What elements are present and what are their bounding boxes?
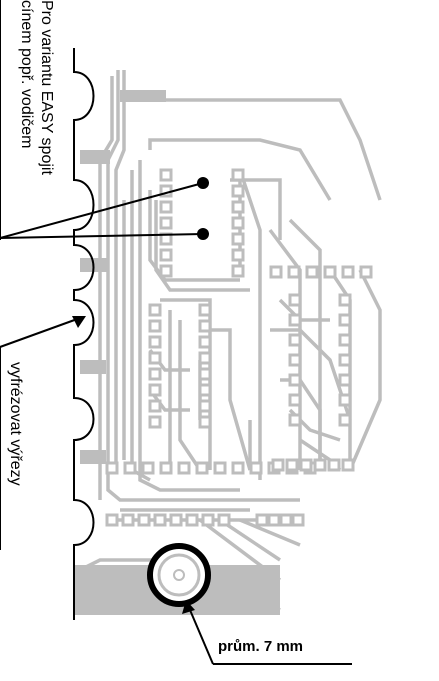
pad: [148, 383, 162, 397]
mounting-hole-ring: [157, 553, 201, 597]
pad: [338, 353, 352, 367]
pad: [185, 513, 199, 527]
pad: [313, 458, 327, 472]
pad: [198, 351, 212, 365]
easy-note-line2: cínem popř. vodičem: [18, 0, 35, 149]
pad: [217, 513, 231, 527]
pad: [105, 461, 119, 475]
pad-array: [105, 168, 373, 527]
pad: [123, 461, 137, 475]
pad: [159, 216, 173, 230]
pad: [288, 373, 302, 387]
pad: [285, 458, 299, 472]
pad: [198, 367, 212, 381]
pad: [159, 264, 173, 278]
pad: [288, 413, 302, 427]
pad: [341, 458, 355, 472]
pad: [338, 413, 352, 427]
trace-network: [79, 70, 382, 612]
pad: [105, 513, 119, 527]
mounting-hole-center: [173, 569, 185, 581]
pad: [141, 461, 155, 475]
pad: [169, 513, 183, 527]
pad: [177, 461, 191, 475]
pad: [148, 367, 162, 381]
pad: [231, 168, 245, 182]
pad: [287, 265, 301, 279]
pad: [231, 216, 245, 230]
pad: [198, 319, 212, 333]
pad: [305, 265, 319, 279]
pad: [338, 313, 352, 327]
pad: [288, 333, 302, 347]
pad: [159, 200, 173, 214]
pad: [255, 513, 269, 527]
pad: [231, 264, 245, 278]
pad: [231, 200, 245, 214]
pad: [271, 458, 285, 472]
pad: [338, 293, 352, 307]
pad: [198, 335, 212, 349]
pad: [288, 313, 302, 327]
pad: [288, 293, 302, 307]
pad: [338, 393, 352, 407]
cutout-arrow-head: [72, 316, 86, 328]
pad: [338, 333, 352, 347]
pad: [359, 265, 373, 279]
pad: [121, 513, 135, 527]
diameter-arrow-head: [182, 600, 195, 614]
pad: [231, 461, 245, 475]
pad: [159, 248, 173, 262]
pad: [213, 461, 227, 475]
cutout-arrow-line: [0, 317, 81, 348]
leader-line-upper: [0, 182, 204, 239]
pad: [148, 415, 162, 429]
cutout-note: vyfrézovat výřezy: [7, 362, 24, 486]
diameter-arrow-line: [189, 609, 214, 665]
pad: [201, 513, 215, 527]
pad: [148, 335, 162, 349]
pad: [198, 399, 212, 413]
pad: [231, 184, 245, 198]
pad: [327, 458, 341, 472]
copper-areas: [74, 90, 280, 615]
pad: [249, 461, 263, 475]
pad: [267, 513, 281, 527]
pad: [153, 513, 167, 527]
pad: [195, 461, 209, 475]
pad: [288, 353, 302, 367]
pad: [341, 265, 355, 279]
pad: [269, 265, 283, 279]
pad: [198, 415, 212, 429]
diameter-note: prům. 7 mm: [218, 638, 304, 655]
pad: [148, 319, 162, 333]
pad: [148, 399, 162, 413]
pad: [148, 351, 162, 365]
pad: [291, 513, 305, 527]
pad: [323, 265, 337, 279]
pad: [338, 373, 352, 387]
pad: [288, 393, 302, 407]
pad: [231, 248, 245, 262]
pad: [299, 458, 313, 472]
easy-variant-note: Pro variantu EASY spojit cínem popř. vod…: [18, 0, 56, 260]
pad: [279, 513, 293, 527]
pad: [159, 461, 173, 475]
pad: [198, 383, 212, 397]
easy-note-line1: Pro variantu EASY spojit: [38, 0, 55, 175]
board-outline: [73, 48, 95, 620]
pad: [231, 232, 245, 246]
pad: [159, 168, 173, 182]
pad: [198, 303, 212, 317]
leader-line-lower: [0, 233, 204, 239]
pad: [148, 303, 162, 317]
pad: [137, 513, 151, 527]
